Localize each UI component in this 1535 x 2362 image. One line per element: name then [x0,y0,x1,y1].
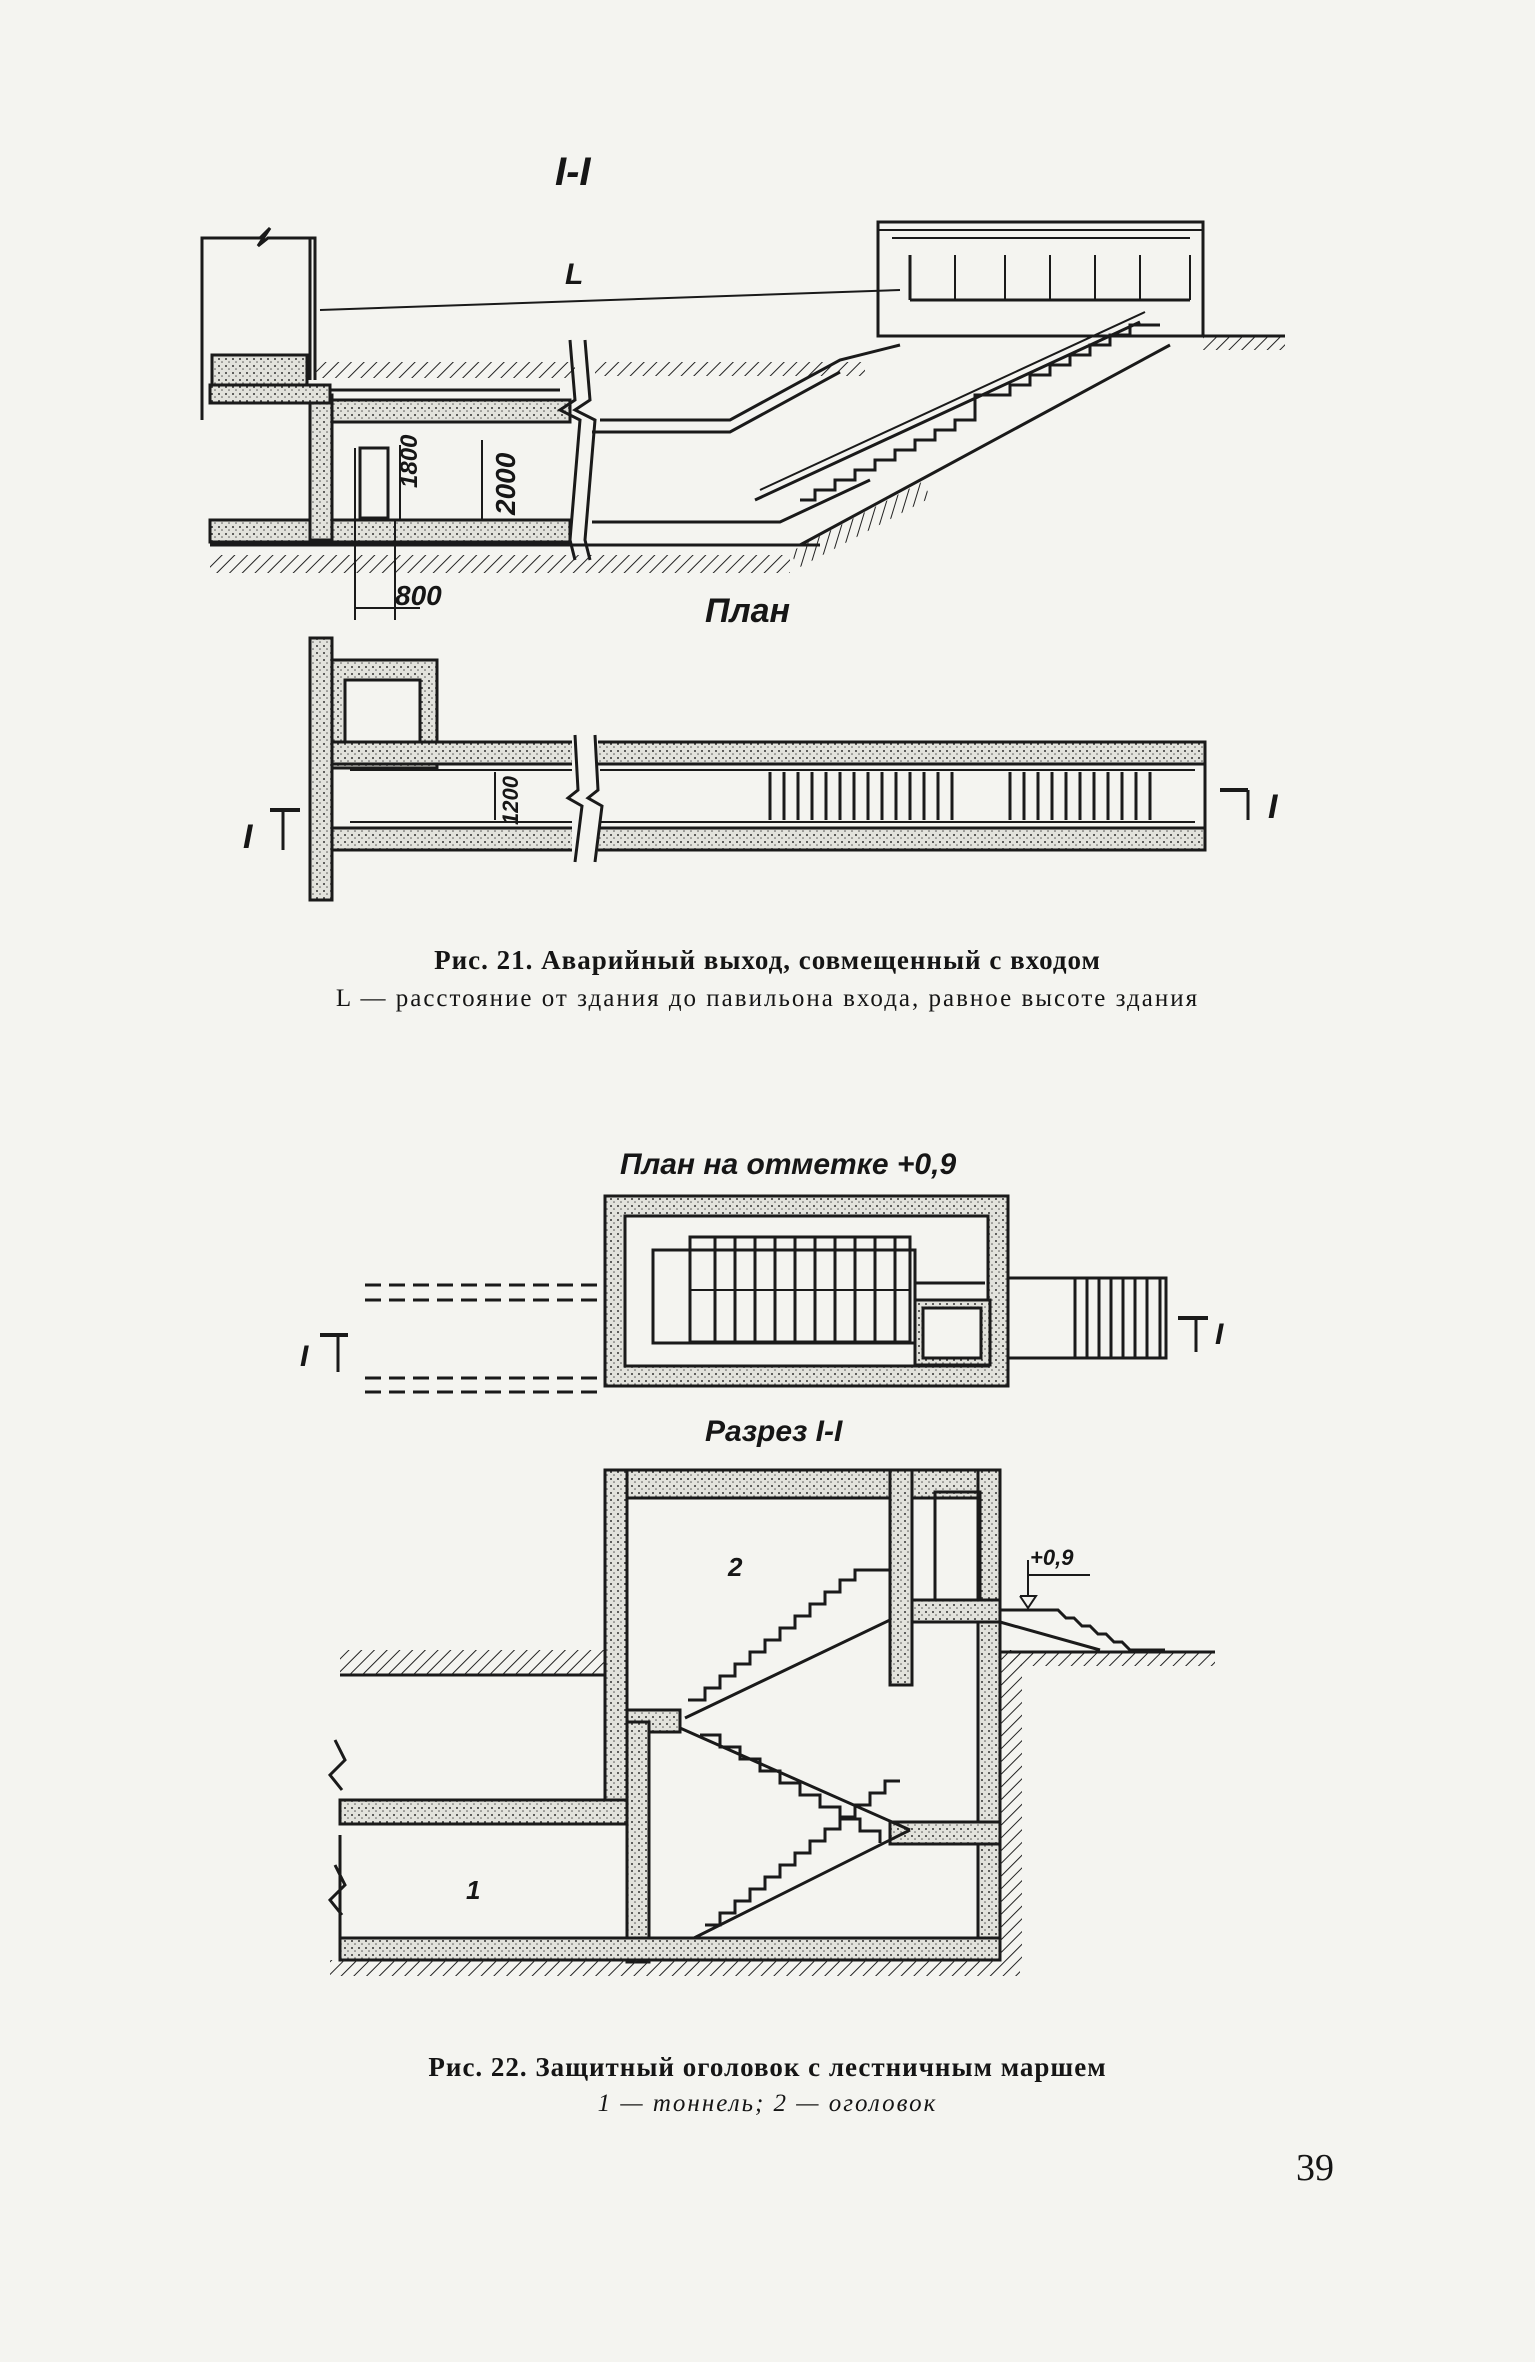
fig22-plan [320,1194,1208,1394]
fig22-room-1: 1 [466,1875,481,1905]
fig21-plan-label: План [705,592,791,630]
fig21-cut-left: I [243,818,253,856]
fig22-caption-sub: 1 — тоннель; 2 — оголовок [597,2090,938,2117]
fig21-plan [270,636,1250,902]
fig22-plan-label: План на отметке +0,9 [620,1148,957,1181]
fig22-level-mark: +0,9 [1030,1545,1074,1570]
fig22-section-label: Разрез I-I [705,1415,843,1448]
fig22-cut-right: I [1215,1318,1224,1351]
fig21-dim-800: 800 [395,580,442,611]
fig21-distance-label: L [565,258,584,291]
fig21-cut-right: I [1268,788,1278,826]
fig22-section [327,1468,1215,1976]
fig22-room-2: 2 [728,1552,743,1582]
fig21-caption-sub: L — расстояние от здания до павильона вх… [335,985,1200,1012]
page-number: 39 [1296,2147,1334,2189]
fig21-dim-1800: 1800 [396,434,423,488]
fig22-caption-title: Рис. 22. Защитный оголовок с лестничным … [428,2052,1107,2082]
fig21-dim-2000: 2000 [490,452,521,515]
fig21-caption-title: Рис. 21. Аварийный выход, совмещенный с … [434,945,1101,975]
fig21-dim-1200: 1200 [498,776,523,825]
fig21-section-label: I-I [555,150,591,194]
fig22-cut-left: I [300,1340,309,1373]
fig21-section [200,220,1285,620]
